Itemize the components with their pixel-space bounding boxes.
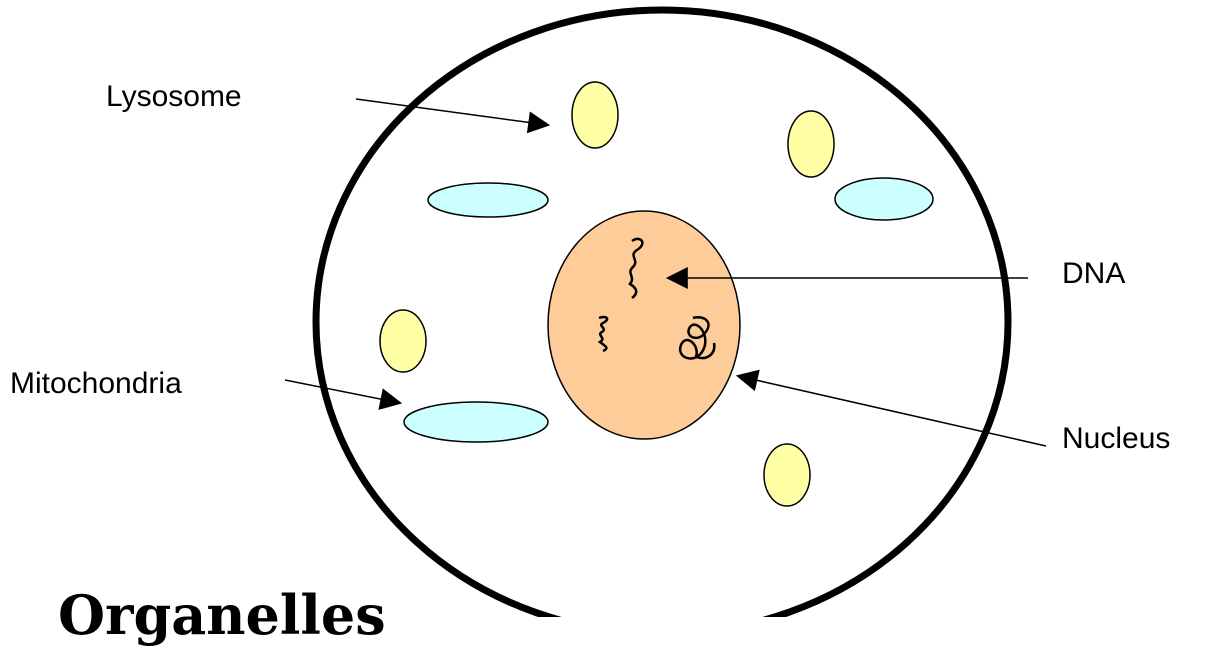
nucleus-arrow	[735, 369, 1047, 447]
cell-diagram-svg	[284, 6, 1047, 638]
dna-label: DNA	[1062, 257, 1126, 290]
page-heading: Organelles	[58, 583, 386, 647]
dna-strand-1	[628, 237, 644, 299]
dna-strand-2	[597, 315, 609, 353]
dna-strand-3	[678, 316, 716, 360]
mitochondrion-2	[834, 177, 934, 221]
lysosome-2	[787, 110, 835, 178]
lysosome-3	[379, 309, 427, 373]
lysosome-4	[763, 443, 811, 507]
nucleus	[547, 210, 741, 440]
lysosome-1	[571, 81, 619, 149]
cell-diagram: Lysosome DNA Mitochondria Nucleus Organe…	[10, 6, 1171, 642]
mitochondrion-1	[427, 182, 549, 218]
nucleus-label: Nucleus	[1062, 422, 1171, 455]
mitochondrion-3	[403, 401, 549, 443]
mitochondria-label: Mitochondria	[10, 367, 182, 400]
lysosome-arrow	[355, 98, 551, 134]
mitochondria-arrow	[284, 379, 403, 410]
lysosome-label: Lysosome	[106, 80, 242, 113]
